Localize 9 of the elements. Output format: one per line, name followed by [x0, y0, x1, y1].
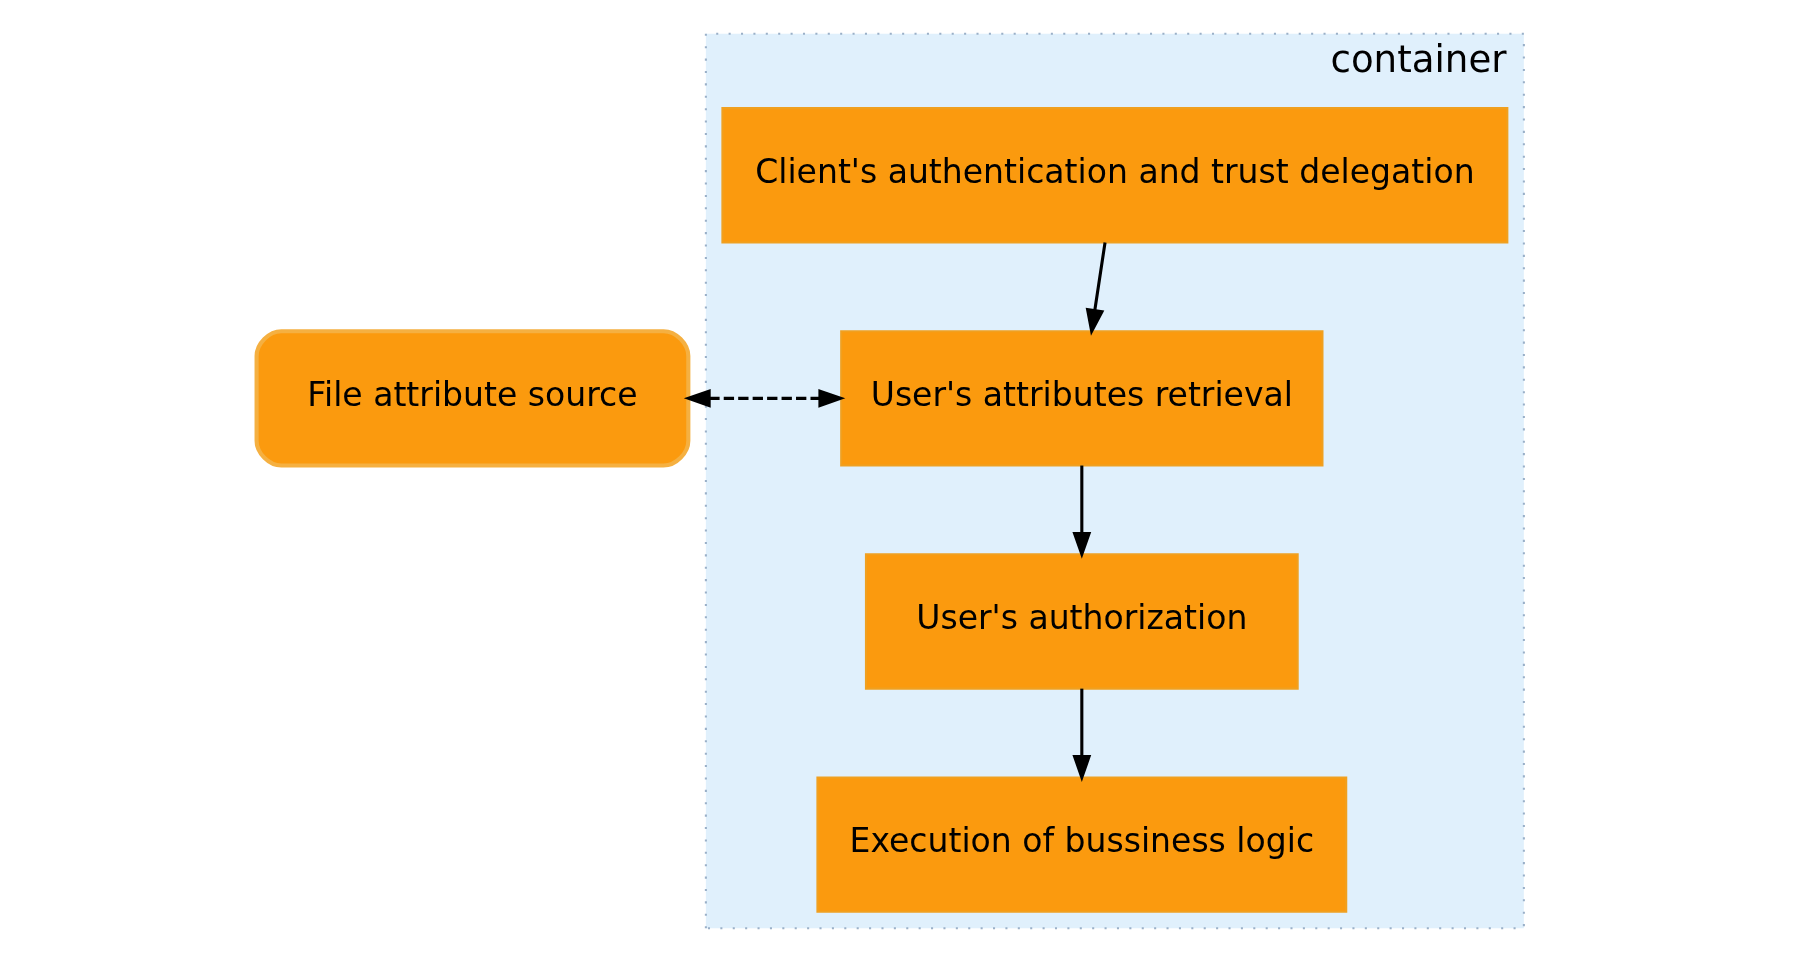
- arrow: [1085, 241, 1107, 336]
- node-box: File attribute source: [254, 328, 691, 468]
- node-box: User's authorization: [864, 552, 1299, 690]
- node-box: Client's authentication and trust delegation: [721, 106, 1509, 243]
- node-box: Execution of bussiness logic: [816, 775, 1348, 913]
- node-box: User's attributes retrieval: [840, 329, 1324, 467]
- arrow: [683, 388, 846, 408]
- arrow: [1072, 465, 1092, 559]
- arrow: [1072, 688, 1092, 782]
